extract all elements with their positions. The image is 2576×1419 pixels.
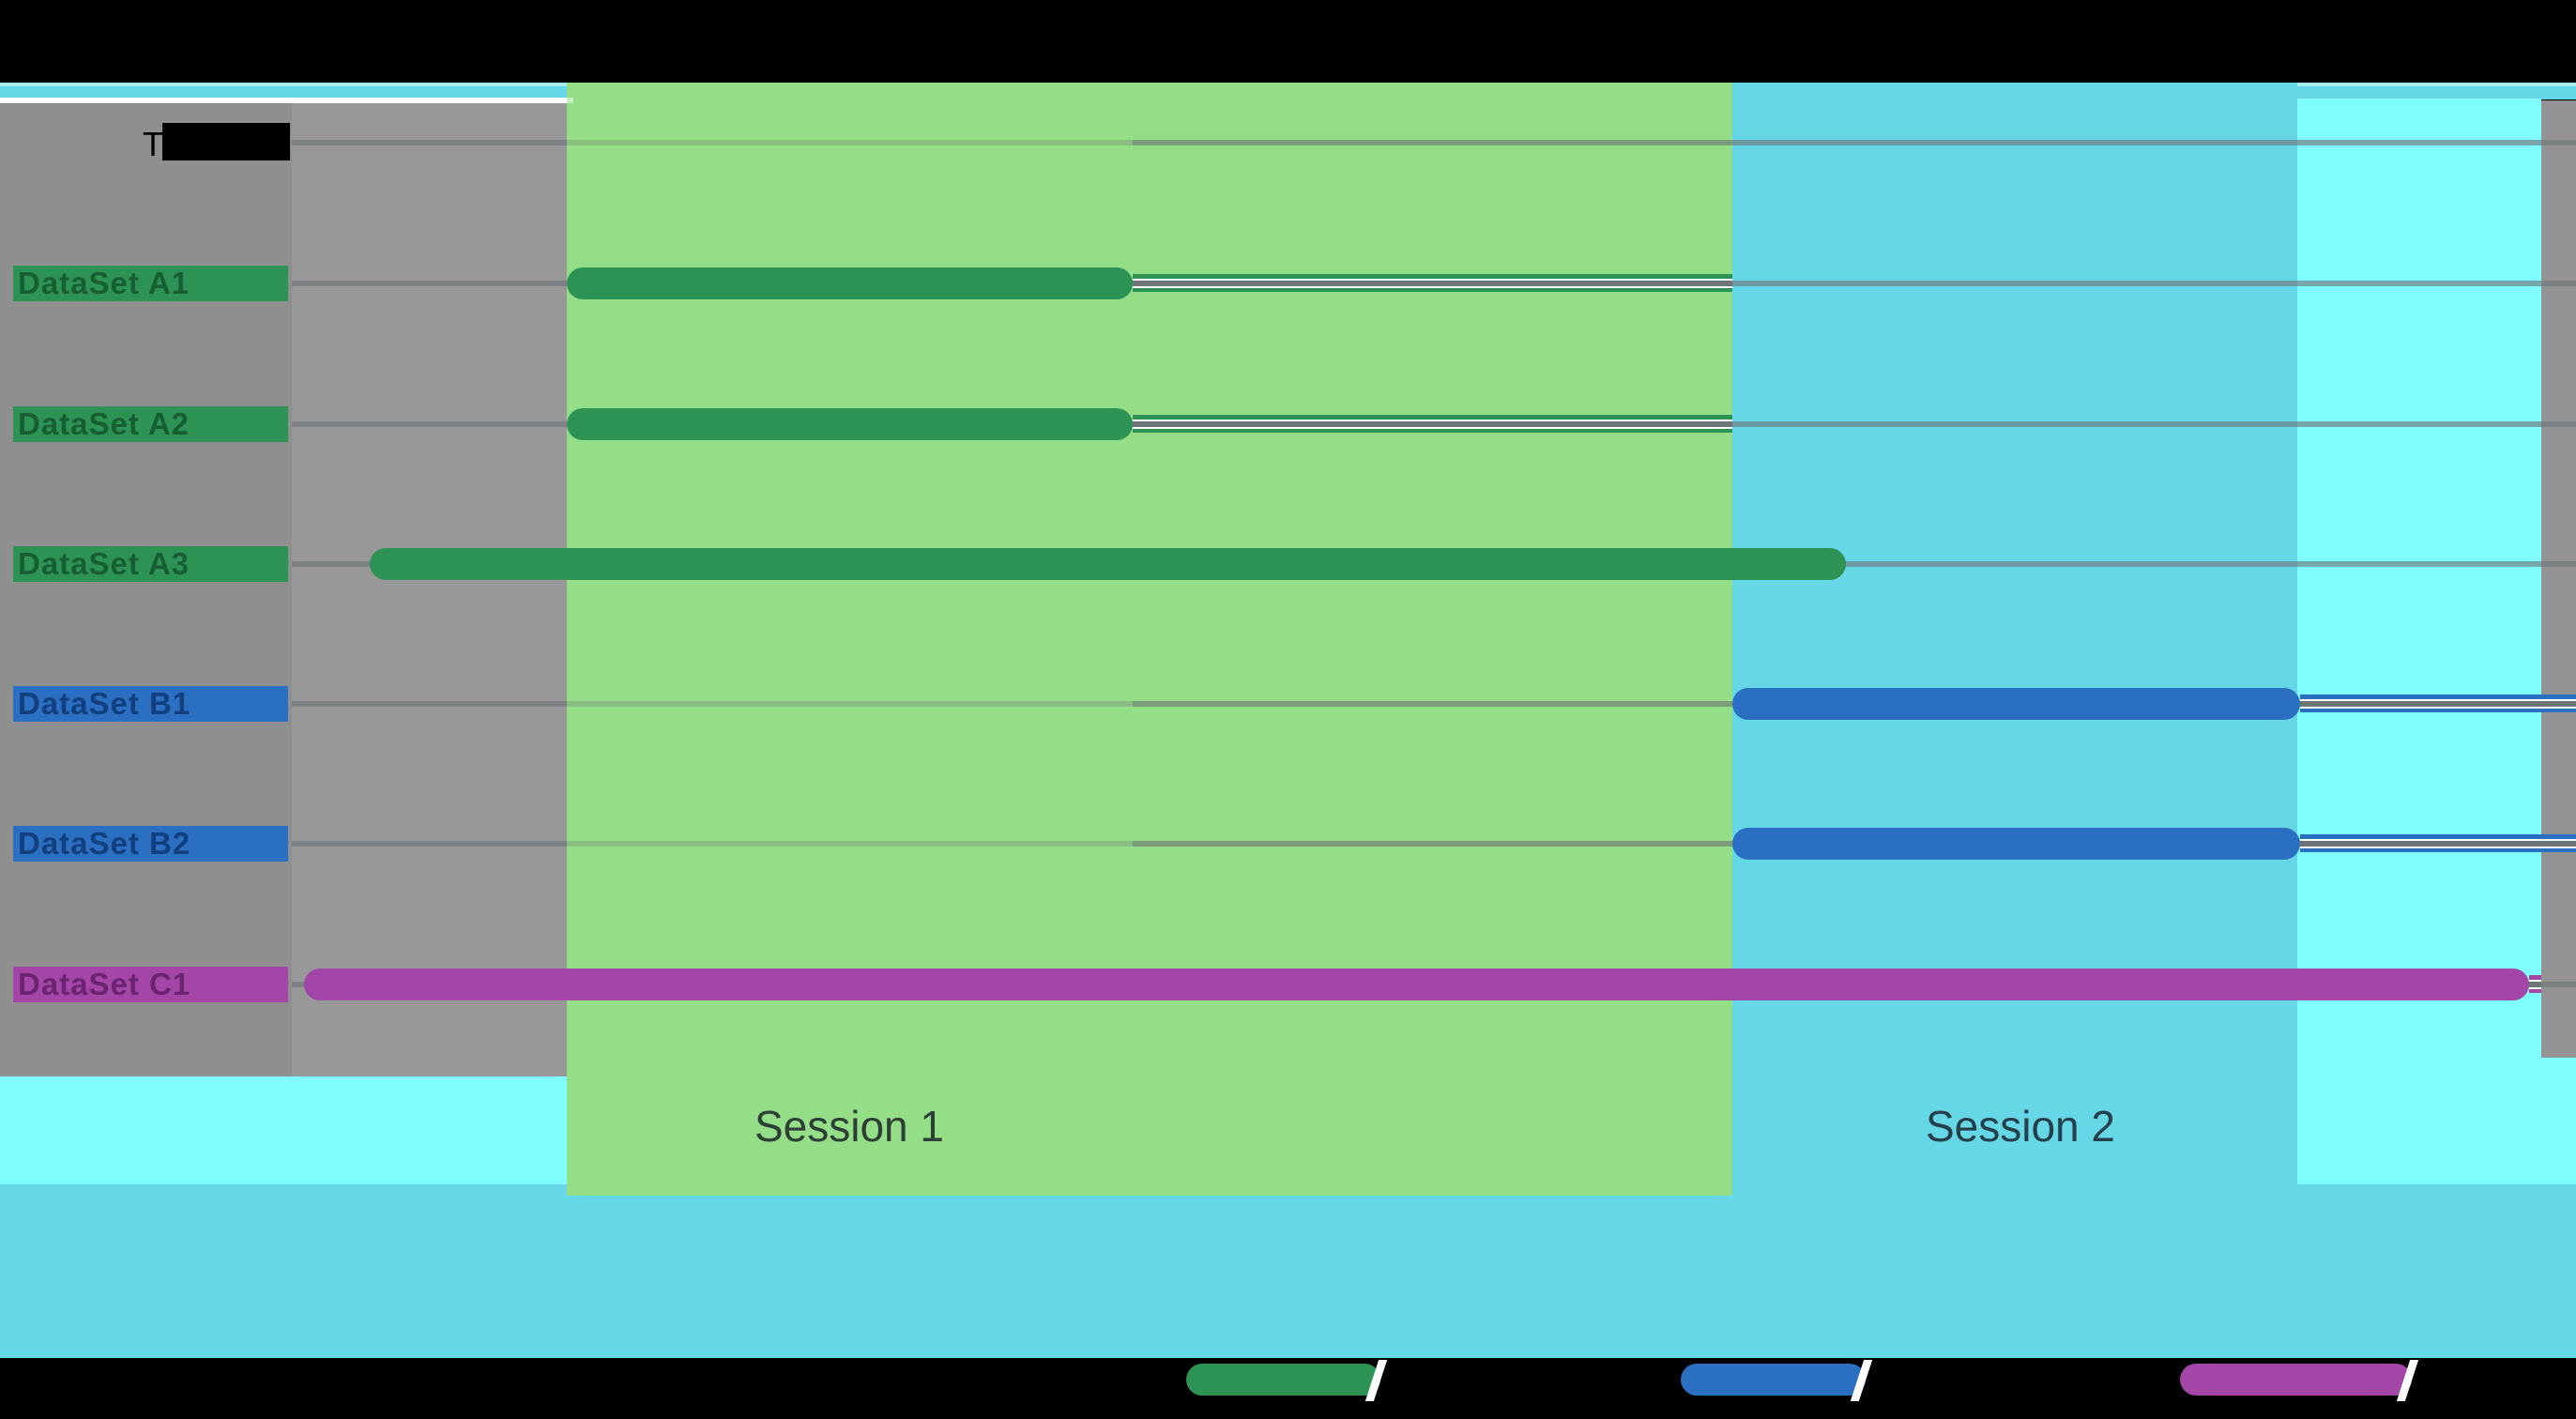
- row-label-dataset-a1: DataSet A1: [13, 266, 288, 301]
- row-label-gutter: [0, 103, 292, 1076]
- gridline-row: [292, 701, 2576, 707]
- session-subband-overlay: [567, 83, 1133, 1196]
- session-label-1: Session 1: [754, 1102, 945, 1151]
- right-margin-column: [2541, 100, 2576, 1058]
- task-bar-dataset-a3[interactable]: [370, 548, 1846, 580]
- bar-tail-artifact: [1133, 415, 1732, 434]
- legend-swatch-3[interactable]: [2180, 1364, 2412, 1396]
- header-divider-line: [0, 98, 573, 103]
- bar-tail-artifact: [2300, 694, 2576, 713]
- y-axis-title-partial: T: [143, 125, 163, 163]
- legend-swatch-1[interactable]: [1186, 1364, 1380, 1396]
- bottom-left-cyan-band: [0, 1076, 573, 1184]
- gridline-row: [292, 841, 2576, 847]
- task-bar-dataset-b2[interactable]: [1732, 828, 2300, 860]
- bar-tail-artifact: [2300, 834, 2576, 853]
- bar-tail-artifact: [1133, 274, 1732, 293]
- task-bar-dataset-b1[interactable]: [1732, 688, 2300, 720]
- bar-tail-artifact: [2529, 975, 2541, 994]
- bottom-turquoise-region: [0, 1184, 2576, 1358]
- legend-swatch-2[interactable]: [1681, 1364, 1866, 1396]
- session-band-2: [1732, 83, 2297, 1196]
- redaction-box: [162, 123, 290, 160]
- task-bar-dataset-c1[interactable]: [304, 969, 2529, 1000]
- plot-background-gray: [292, 103, 573, 1076]
- gridline-row: [292, 140, 2576, 145]
- task-bar-dataset-a1[interactable]: [567, 267, 1133, 299]
- row-label-dataset-b1: DataSet B1: [13, 686, 288, 722]
- right-cyan-band-extension: [2541, 1058, 2576, 1184]
- row-label-dataset-c1: DataSet C1: [13, 967, 288, 1002]
- extra-cyan-band: [2297, 99, 2541, 1184]
- row-label-dataset-b2: DataSet B2: [13, 826, 288, 862]
- row-label-dataset-a3: DataSet A3: [13, 546, 288, 582]
- session-label-2: Session 2: [1925, 1102, 2116, 1151]
- row-label-dataset-a2: DataSet A2: [13, 406, 288, 442]
- task-bar-dataset-a2[interactable]: [567, 408, 1133, 440]
